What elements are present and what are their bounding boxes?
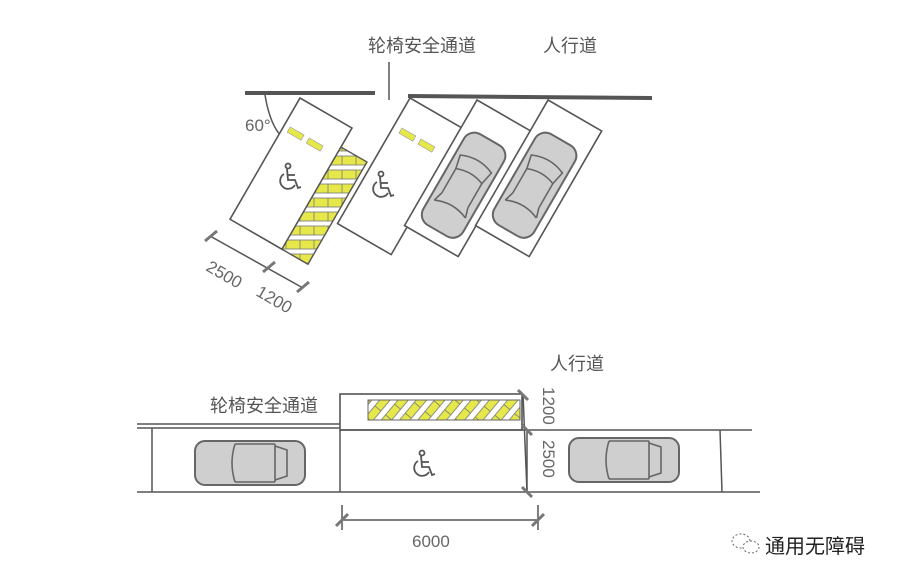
hatched-channel	[367, 399, 521, 421]
dim-2500-bottom: 2500	[539, 440, 558, 478]
parking-stall	[474, 98, 603, 258]
curb-line	[407, 94, 653, 100]
accessible-stall-1	[228, 96, 368, 266]
channel-label-top: 轮椅安全通道	[368, 36, 476, 57]
sidewalk-label-bottom: 人行道	[550, 354, 604, 375]
wheelchair-icon	[413, 449, 436, 477]
lane-dash	[305, 137, 324, 152]
wechat-icon	[731, 533, 760, 554]
angle-label: 60°	[245, 116, 271, 135]
dim-2500: 2500	[203, 257, 245, 292]
dim-1200-bottom: 1200	[539, 387, 558, 425]
dim-1200: 1200	[253, 282, 295, 317]
dim-6000: 6000	[412, 532, 450, 551]
channel-label-bottom: 轮椅安全通道	[210, 396, 318, 417]
dimension-bottom: 1200 2500 6000	[334, 387, 558, 551]
car-icon	[194, 440, 306, 486]
watermark-text: 通用无障碍	[765, 534, 865, 558]
car-icon	[568, 437, 680, 483]
lane-dash	[417, 138, 436, 153]
accessible-stall-bottom	[339, 393, 528, 492]
lane-dash	[398, 127, 417, 142]
hatched-channel	[281, 146, 368, 266]
lane-dash	[286, 126, 305, 141]
sidewalk-label-top: 人行道	[543, 36, 597, 57]
